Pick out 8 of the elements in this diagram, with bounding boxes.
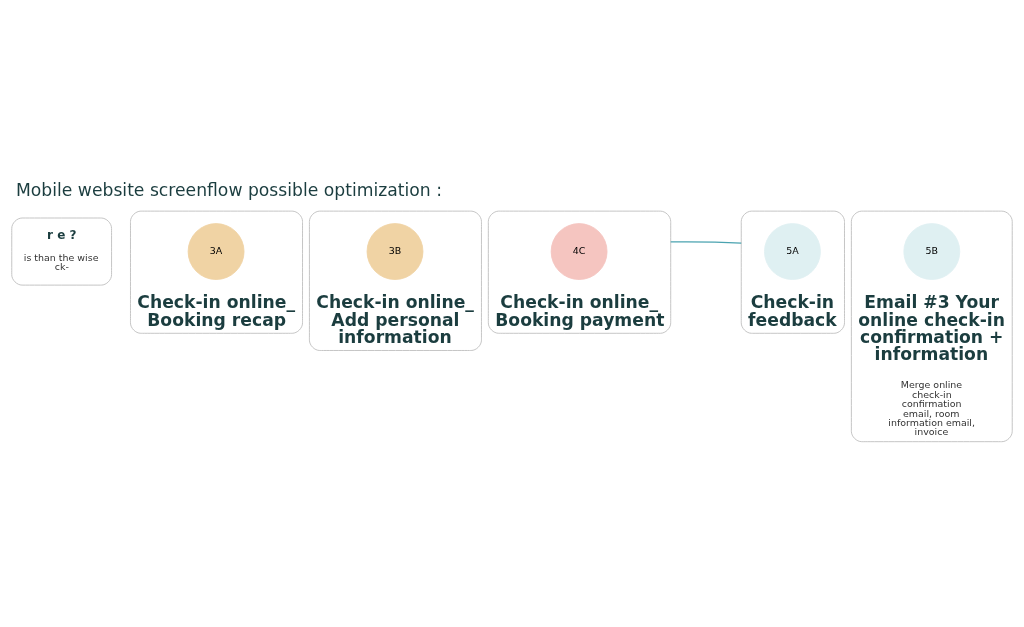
node-box: r e ? is than the wise ck- bbox=[11, 217, 112, 286]
node-circle: 3A bbox=[187, 223, 245, 280]
diagram-title: Mobile website screenflow possible optimization : bbox=[16, 179, 442, 200]
node-circle: 4C bbox=[550, 223, 608, 280]
connector bbox=[670, 241, 742, 244]
node-circle: 5A bbox=[764, 223, 821, 280]
node-circle: 5B bbox=[903, 223, 961, 280]
node-circle: 3B bbox=[366, 223, 424, 280]
